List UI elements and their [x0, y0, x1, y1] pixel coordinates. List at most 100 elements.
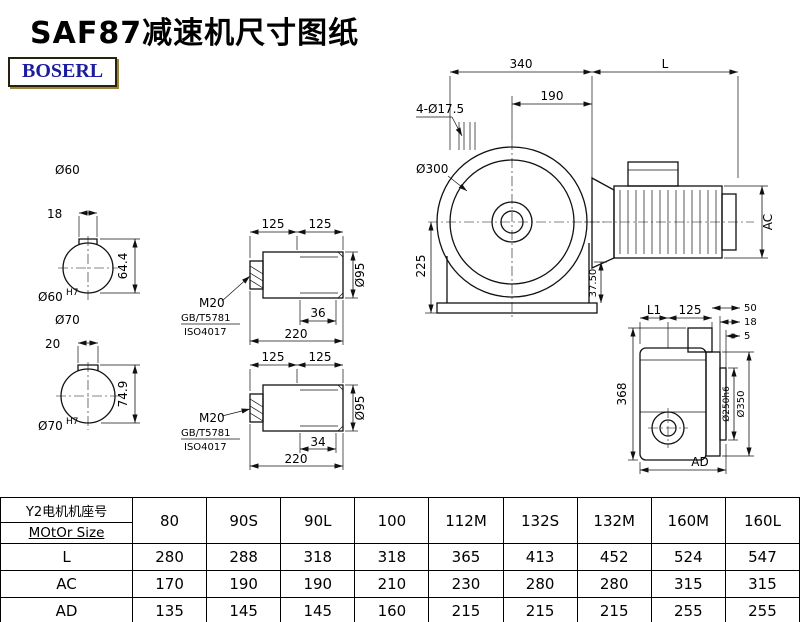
cell: 280: [502, 570, 578, 598]
table-row-AC: AC 170 190 190 210 230 280 280 315 315: [0, 570, 800, 598]
shaft-body: [262, 384, 344, 432]
dim-label-h749: 74.9: [116, 381, 130, 408]
dim-label-36: 36: [310, 306, 325, 320]
cell: 288: [206, 543, 282, 571]
page-title: SAF87减速机尺寸图纸: [30, 16, 360, 51]
dim-label-3750: 37.50: [588, 269, 599, 298]
dim-label-holes: 4-Ø17.5: [416, 102, 464, 116]
gearbox-front-view: 340 L 190 4-Ø17.5 Ø300: [414, 57, 775, 318]
dim-label-d95a: Ø95: [353, 263, 367, 288]
shaft60-end-view: Ø60 18 64.4 Ø60 H7: [38, 163, 140, 304]
dim-label-125c: 125: [262, 350, 285, 364]
dim-label-bore60: Ø60: [38, 290, 63, 304]
hub-circle: [491, 201, 533, 243]
cell: 318: [354, 543, 430, 571]
cell: 280: [576, 570, 652, 598]
dim-label-bore70-tol: H7: [66, 417, 79, 427]
row-label: AD: [0, 597, 133, 622]
mounting-flange: [705, 351, 721, 457]
flange-outer-circle: [436, 146, 588, 298]
std-label-iso: ISO4017: [184, 327, 227, 338]
cell: 315: [650, 570, 726, 598]
std-label-gb: GB/T5781: [181, 313, 231, 324]
dim-label-h644: 64.4: [116, 253, 130, 280]
thread-label: M20: [199, 296, 225, 310]
dim-label-d350: Ø350: [735, 391, 747, 418]
cell: 230: [428, 570, 504, 598]
cell: 255: [650, 597, 726, 622]
dim-label-5: 5: [744, 331, 750, 342]
output-shaft-bottom-view: 125 125 M20 GB/T5781 ISO4017 34: [181, 350, 367, 470]
col-header: 112M: [428, 497, 504, 544]
row-label: L: [0, 543, 133, 571]
input-neck: [687, 327, 713, 353]
table-row-AD: AD 135 145 145 160 215 215 215 255 255: [0, 597, 800, 622]
dim-label-d300: Ø300: [416, 162, 448, 176]
cell: 210: [354, 570, 430, 598]
dim-label-125a: 125: [262, 217, 285, 231]
dim-label-L: L: [662, 57, 669, 71]
cell: 318: [280, 543, 356, 571]
terminal-box: [627, 161, 679, 187]
dim-label-L1: L1: [647, 303, 661, 317]
thread-stub: [249, 393, 264, 423]
col-header: 90L: [280, 497, 356, 544]
col-header: 132S: [502, 497, 578, 544]
flange-inner-circle: [449, 159, 575, 285]
output-shaft-top-view: 125 125 M20 GB/T5781 ISO4017 36: [181, 217, 367, 345]
dim-label-125d: 125: [309, 350, 332, 364]
cell: 365: [428, 543, 504, 571]
std-label-gb: GB/T5781: [181, 428, 231, 439]
dim-label-368: 368: [615, 383, 629, 406]
col-header: 80: [131, 497, 208, 544]
motor-fan-cover: [721, 193, 737, 251]
table-row-L: L 280 288 318 318 365 413 452 524 547: [0, 543, 800, 571]
dim-label-d250: Ø250h6: [721, 386, 732, 422]
housing-base: [436, 302, 598, 314]
motor: [591, 161, 737, 270]
shaft70-end-view: Ø70 20 74.9 Ø70 H7: [38, 313, 140, 433]
dim-label-125b: 125: [309, 217, 332, 231]
dim-label-AC: AC: [761, 214, 775, 230]
cell: 215: [428, 597, 504, 622]
shaft-hole-circle: [500, 210, 524, 234]
cell: 413: [502, 543, 578, 571]
dim-label-190: 190: [541, 89, 564, 103]
header-label-cn: Y2电机机座号: [1, 498, 132, 523]
cell: 524: [650, 543, 726, 571]
dim-label-AD: AD: [691, 455, 708, 469]
thread-label: M20: [199, 411, 225, 425]
dim-label-18b: 18: [744, 317, 757, 328]
brand-logo: BOSERL: [8, 57, 118, 87]
dim-label-d60: Ø60: [55, 163, 80, 177]
cell: 135: [131, 597, 208, 622]
dim-label-keyw60: 18: [47, 207, 62, 221]
dim-label-bore60-tol: H7: [66, 288, 79, 298]
cell: 145: [206, 597, 282, 622]
cell: 170: [131, 570, 208, 598]
dim-label-125e: 125: [679, 303, 702, 317]
dim-label-220b: 220: [285, 452, 308, 466]
dim-label-50: 50: [744, 303, 757, 314]
dim-label-225: 225: [414, 255, 428, 278]
dim-label-keyw70: 20: [45, 337, 60, 351]
gearbox-side-view: L1 125 50 18 5 368: [615, 303, 757, 474]
dim-label-220a: 220: [285, 327, 308, 341]
cell: 190: [206, 570, 282, 598]
row-label: AC: [0, 570, 133, 598]
dim-label-34: 34: [310, 435, 325, 449]
dim-label-d70: Ø70: [55, 313, 80, 327]
cell: 452: [576, 543, 652, 571]
flange-spigot: [719, 367, 727, 441]
cell: 315: [724, 570, 800, 598]
table-header-cell: Y2电机机座号 MOtOr Size: [0, 497, 133, 544]
col-header: 160M: [650, 497, 726, 544]
dim-label-bore70: Ø70: [38, 419, 63, 433]
thread-stub: [249, 260, 264, 290]
motor-size-table: Y2电机机座号 MOtOr Size 80 90S 90L 100 112M 1…: [0, 497, 800, 622]
cell: 215: [502, 597, 578, 622]
cell: 190: [280, 570, 356, 598]
cell: 160: [354, 597, 430, 622]
header-label-en: MOtOr Size: [28, 525, 105, 541]
